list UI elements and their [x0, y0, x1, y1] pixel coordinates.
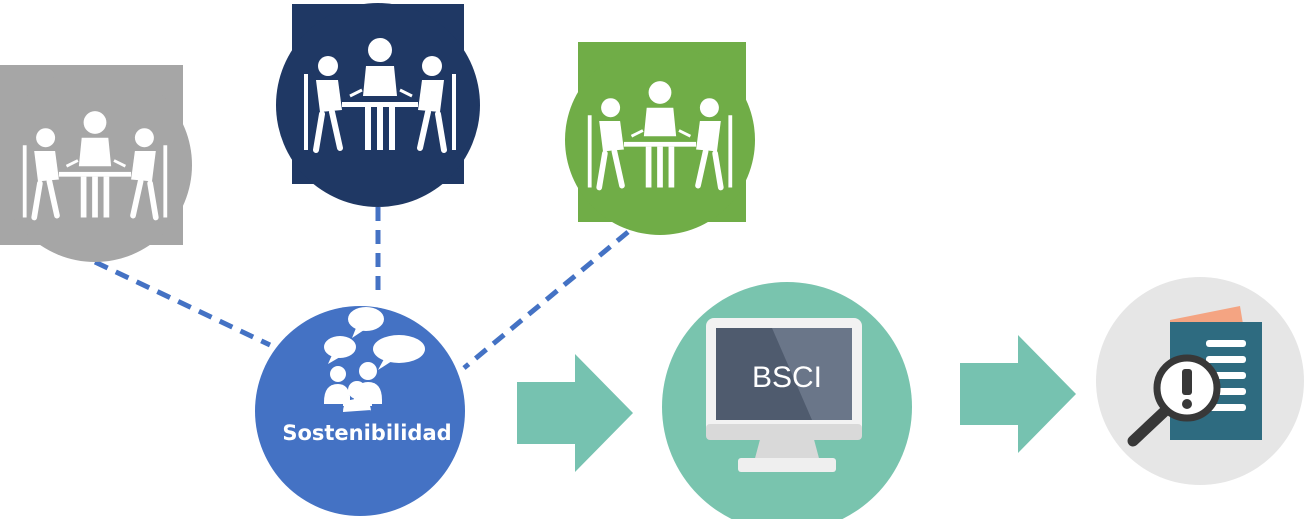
people-discussion-icon — [324, 307, 425, 412]
connector-gray-to-hub — [93, 259, 272, 348]
meeting-node-green — [565, 42, 755, 235]
computer-monitor-icon — [706, 318, 862, 472]
hub-sostenibilidad: Sostenibilidad — [255, 306, 465, 516]
system-node-bsci: BSCI — [662, 282, 912, 519]
connector-green-to-hub — [462, 230, 630, 370]
document-inspection-icon — [1127, 306, 1262, 447]
meeting-node-gray — [0, 65, 192, 262]
right-arrow-icon — [517, 354, 633, 472]
right-arrow-icon — [960, 335, 1076, 453]
meeting-node-navy — [276, 3, 480, 207]
system-label: BSCI — [752, 361, 822, 394]
hub-label: Sostenibilidad — [282, 421, 451, 445]
report-inspection-node — [1096, 277, 1304, 485]
